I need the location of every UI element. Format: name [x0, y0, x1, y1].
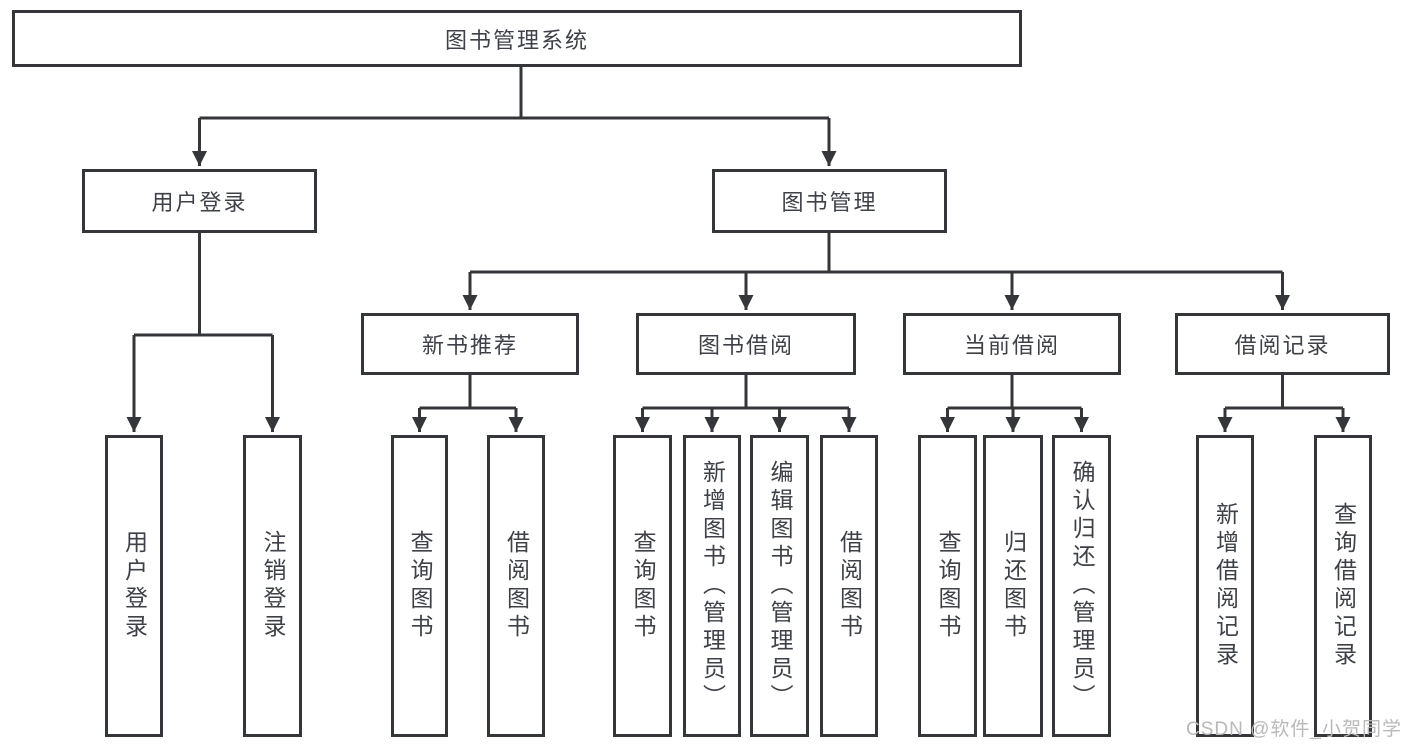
leaf-bb-borrow-books: 借阅图书 — [820, 435, 878, 737]
node-user-login: 用户登录 — [82, 169, 317, 233]
node-current-borrowing: 当前借阅 — [903, 313, 1121, 375]
leaf-bb-add-books-admin: 新增图书（管理员） — [683, 435, 741, 737]
connector-current-borrow-branch — [947, 375, 1082, 410]
connector-new-book-rec-branch — [419, 375, 516, 410]
leaf-bb-query-books: 查询图书 — [613, 435, 672, 737]
connector-user-login-branch — [134, 233, 273, 337]
leaf-cb-confirm-return-admin: 确认归还（管理员） — [1052, 435, 1111, 737]
leaf-br-add-record: 新增借阅记录 — [1196, 435, 1254, 737]
connector-borrow-records-branch — [1225, 375, 1343, 410]
leaf-logout: 注销登录 — [243, 435, 302, 737]
node-book-borrowing: 图书借阅 — [636, 313, 856, 375]
leaf-nbr-borrow-books: 借阅图书 — [487, 435, 545, 737]
node-root-library-system: 图书管理系统 — [12, 10, 1022, 67]
leaf-cb-return-books: 归还图书 — [983, 435, 1043, 737]
leaf-user-login: 用户登录 — [105, 435, 163, 737]
node-new-book-recommendation: 新书推荐 — [361, 313, 579, 375]
node-book-management: 图书管理 — [712, 169, 947, 233]
node-borrowing-records: 借阅记录 — [1175, 313, 1390, 375]
leaf-cb-query-books: 查询图书 — [918, 435, 977, 737]
connector-book-borrow-branch — [642, 375, 849, 410]
connector-root-trunk — [199, 67, 829, 120]
leaf-nbr-query-books: 查询图书 — [391, 435, 448, 737]
leaf-br-query-record: 查询借阅记录 — [1314, 435, 1372, 737]
leaf-bb-edit-books-admin: 编辑图书（管理员） — [750, 435, 809, 737]
csdn-watermark: CSDN @软件_小贺同学 — [1186, 719, 1402, 740]
connector-book-mgmt-branch — [470, 233, 1283, 274]
